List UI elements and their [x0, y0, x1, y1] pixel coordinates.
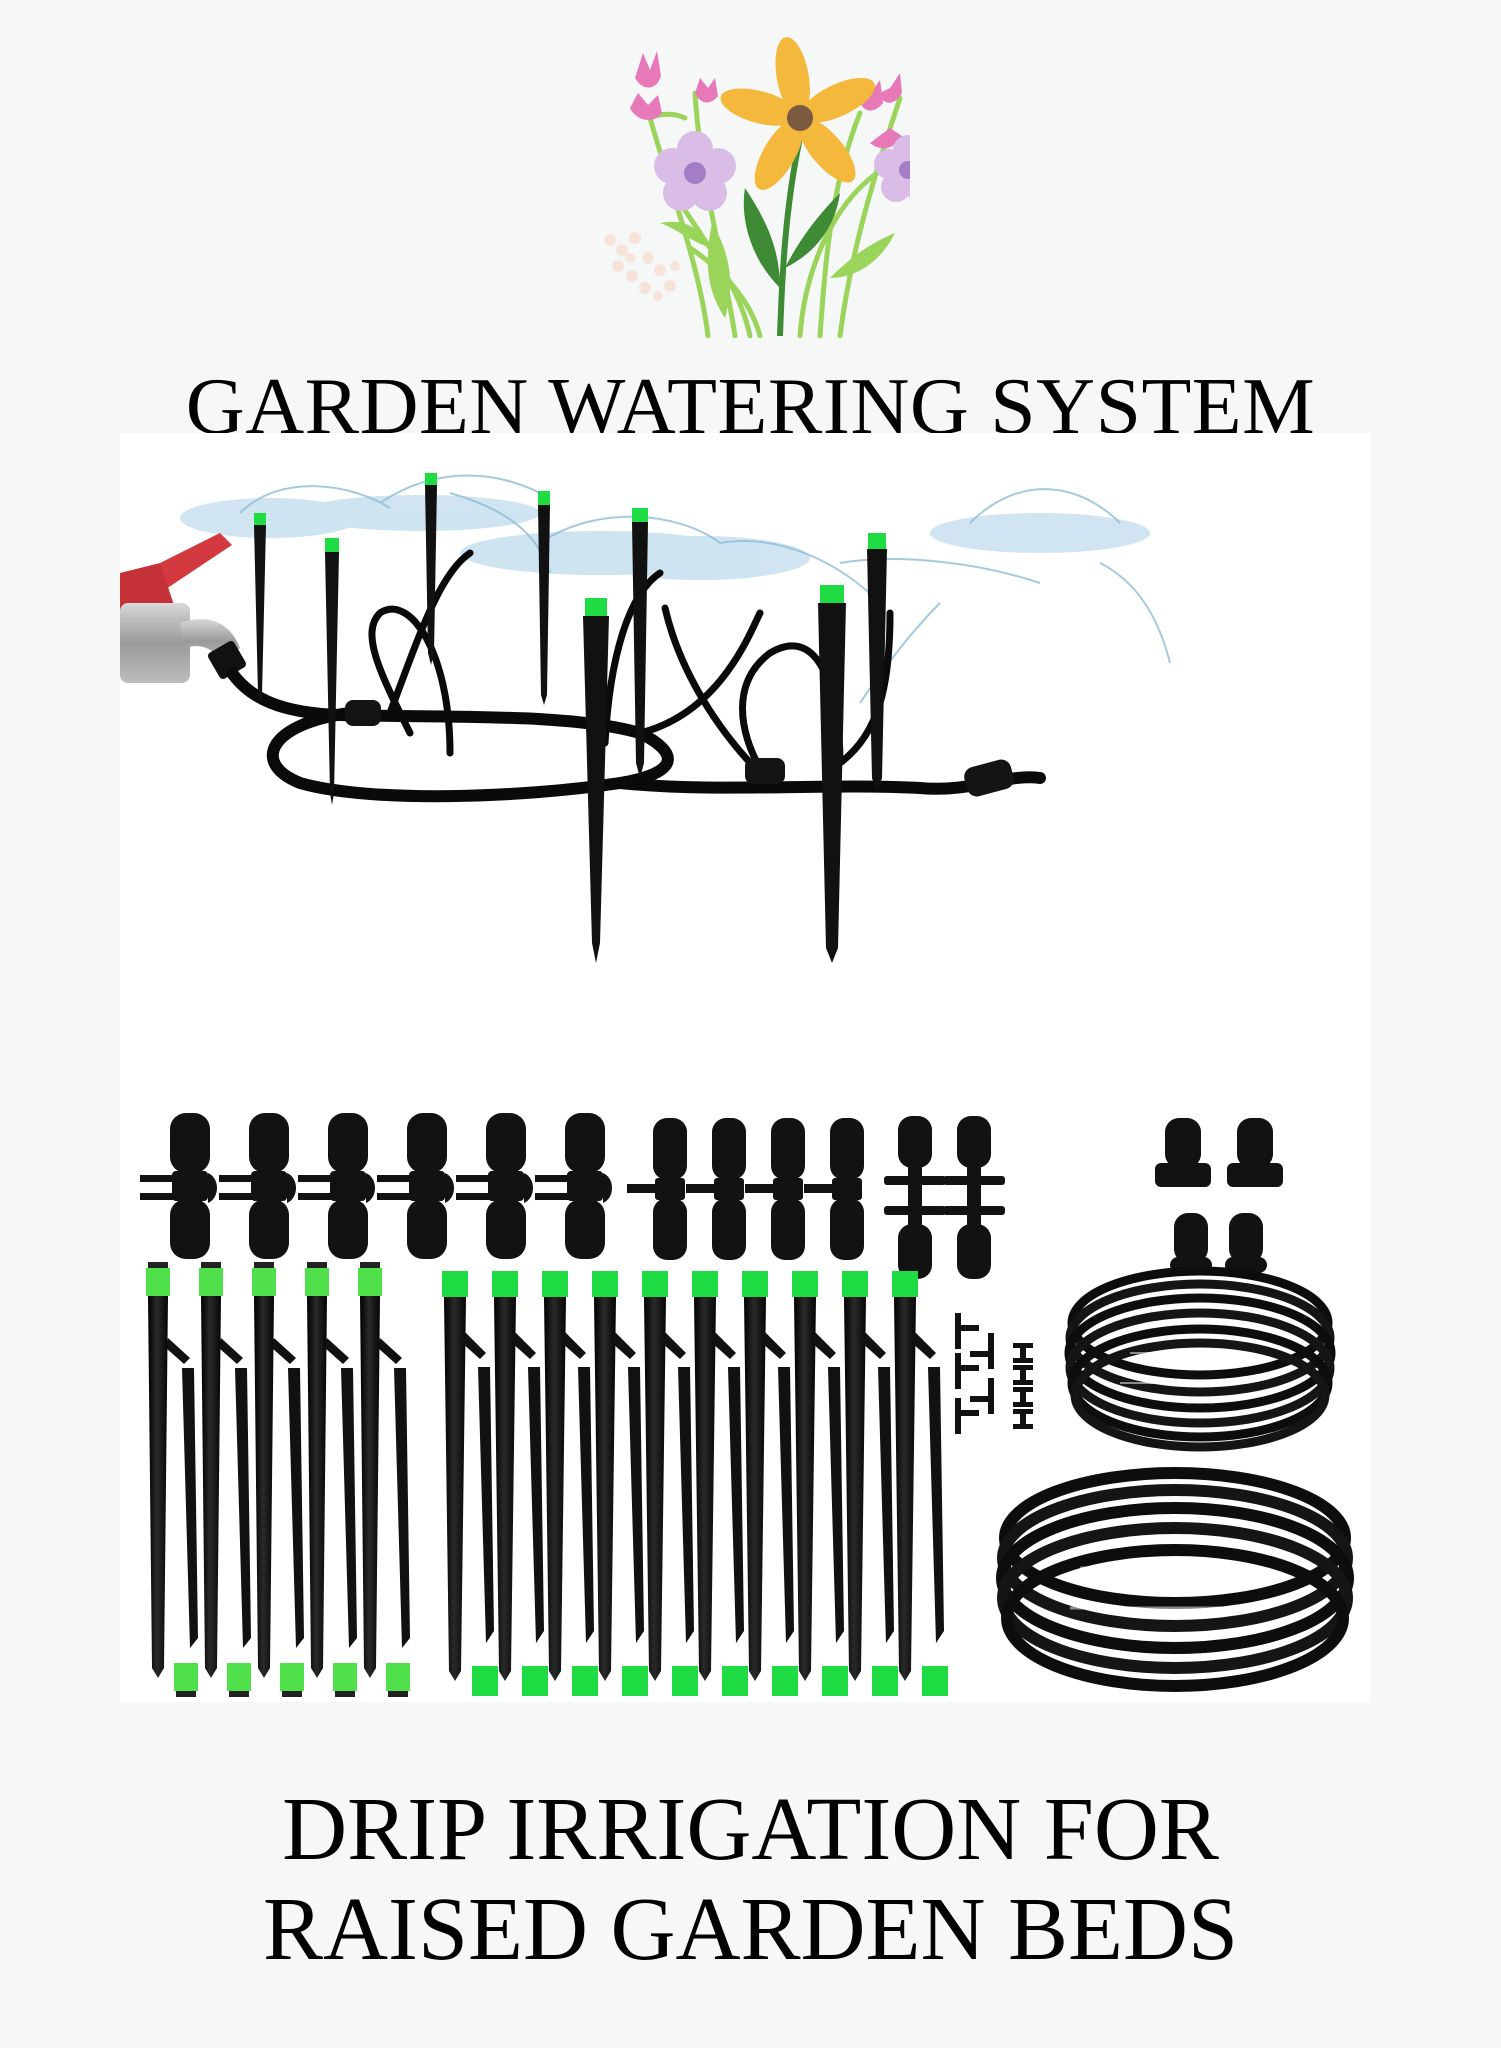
poster-subtitle: DRIP IRRIGATION FOR RAISED GARDEN BEDS: [0, 1780, 1501, 1980]
sprinkler-stake-group: [254, 473, 887, 963]
drip-stake-group-right: [442, 1271, 948, 1696]
end-cap-group: [1155, 1118, 1283, 1273]
hose-coil-small-icon: [1064, 1266, 1336, 1452]
subtitle-line-1: DRIP IRRIGATION FOR: [282, 1780, 1219, 1879]
connector-row: [140, 1113, 1283, 1279]
hose-coil-large-icon: [996, 1467, 1354, 1692]
faucet-icon: [120, 533, 247, 683]
sprinkler-assembly-icon: [120, 473, 1171, 963]
flower-bouquet-icon: [600, 18, 942, 339]
product-image-panel: [120, 433, 1370, 1702]
barbed-fittings-group: [955, 1313, 1033, 1434]
drip-stake-group-left: [146, 1262, 410, 1697]
cross-connector-group: [884, 1116, 1005, 1279]
subtitle-line-2: RAISED GARDEN BEDS: [262, 1880, 1239, 1979]
tee-connector-group: [140, 1113, 612, 1259]
